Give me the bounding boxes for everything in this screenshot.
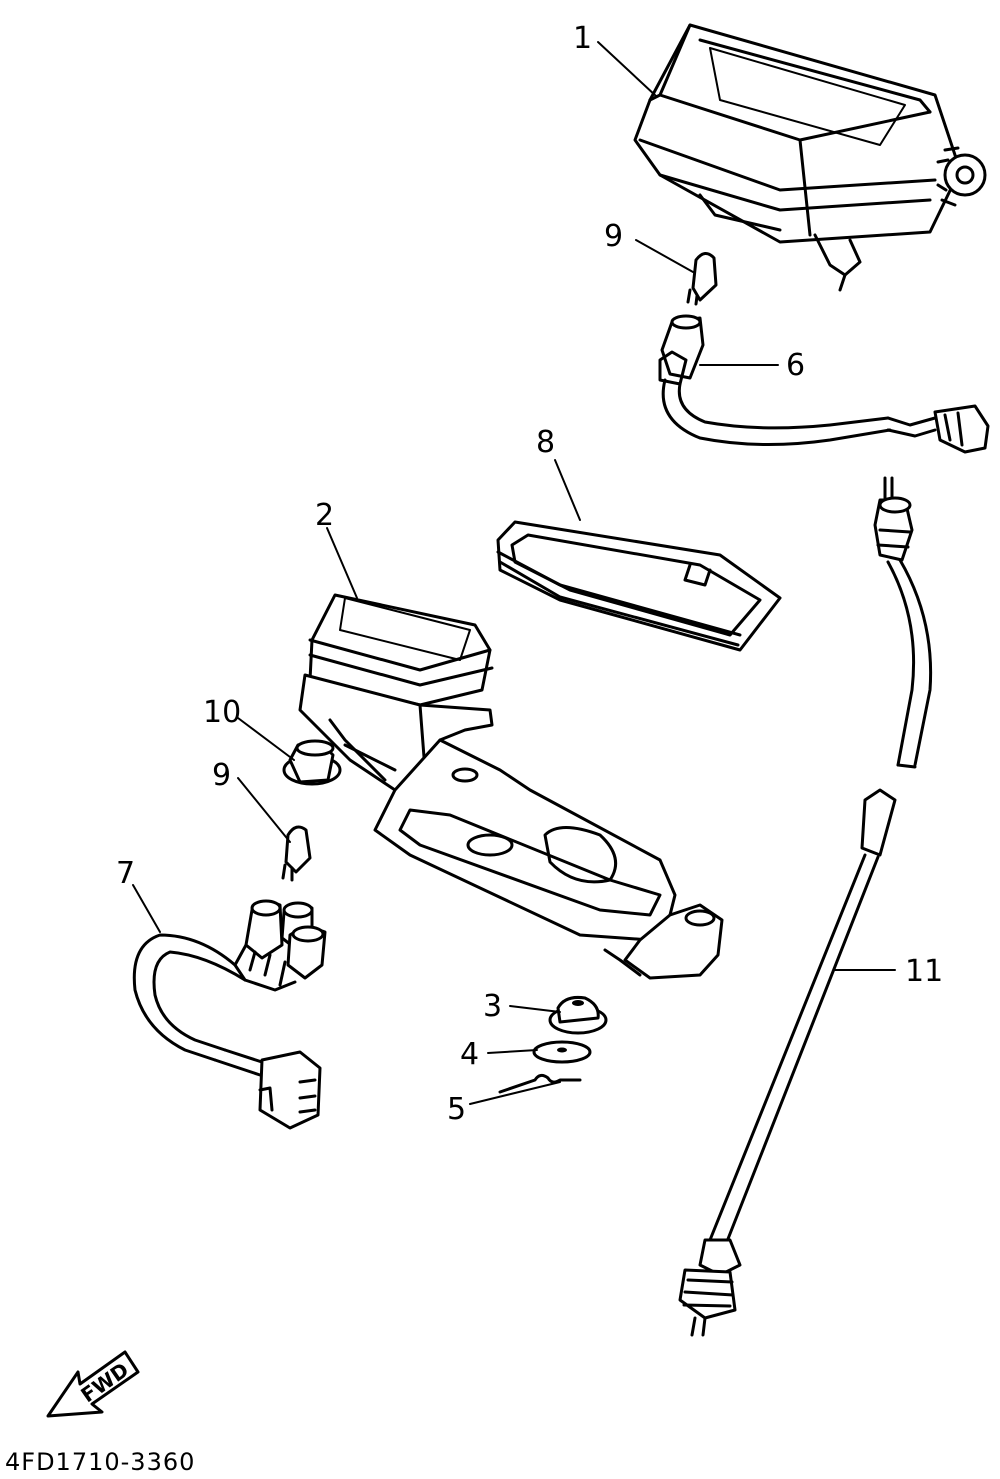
callout-1: 1 [573,21,592,56]
callout-6: 6 [786,348,805,383]
damper-10-part [282,739,342,786]
callout-10: 10 [203,695,241,730]
gasket-part [496,520,782,652]
leader-lines [132,41,896,1105]
bulb-lower-part [281,825,312,882]
callout-8: 8 [536,425,555,460]
socket-cord-6-part [658,314,990,454]
drawing-code: 4FD1710-3360 [5,1448,195,1476]
callout-3: 3 [483,989,502,1024]
damper-3-part [548,996,608,1035]
cable-part [678,476,933,1337]
callout-2: 2 [315,498,334,533]
washer-part [532,1040,592,1064]
callout-5: 5 [447,1092,466,1127]
tachometer-part [298,593,724,980]
clip-part [498,1073,582,1094]
callout-labels: 1 2 3 4 5 6 7 8 9 9 10 11 [116,21,943,1127]
callout-11: 11 [905,954,943,989]
callout-9-upper: 9 [604,219,623,254]
callout-9-lower: 9 [212,758,231,793]
fwd-arrow: FWD [46,1350,140,1418]
socket-cord-7-part [132,899,327,1130]
speedometer-part [633,23,987,292]
callout-7: 7 [116,856,135,891]
bulb-upper-part [686,252,718,306]
callout-4: 4 [460,1037,479,1072]
